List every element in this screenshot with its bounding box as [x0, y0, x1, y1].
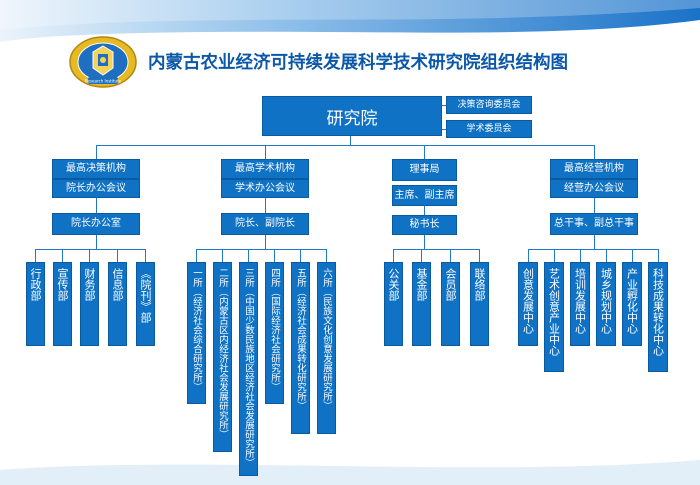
node-branch-3-office: 总干事、副总干事	[550, 213, 638, 235]
node-branch-2-head: 理事局	[392, 159, 457, 181]
unit-liaison: 联络部	[470, 262, 489, 346]
unit-institute-1: 一所（经济社会综合研究所）	[187, 262, 206, 404]
unit-institute-3: 三所（中国少数民族地区经济社会发展研究所）	[239, 262, 258, 476]
node-root: 研究院	[262, 96, 442, 136]
node-branch-2-sub: 主席、副主席	[392, 185, 457, 206]
unit-information: 信息部	[108, 262, 127, 346]
node-side-academic: 学术委员会	[446, 120, 532, 138]
unit-membership: 会员部	[441, 262, 460, 346]
unit-institute-5: 五所（经济社会成果转化研究所）	[291, 262, 310, 434]
node-branch-1-head: 最高学术机构	[221, 159, 309, 179]
unit-institute-2: 二所（内蒙古区内经济社会发展研究所）	[213, 262, 232, 452]
node-branch-1-sub: 学术办公会议	[221, 179, 309, 198]
unit-center-training: 培训发展中心	[570, 262, 590, 346]
node-branch-3-head: 最高经营机构	[550, 159, 638, 179]
unit-institute-6: 六所（民族文化创意发展研究所）	[317, 262, 336, 434]
node-branch-0-sub: 院长办公会议	[52, 179, 140, 198]
unit-center-tech-transfer: 科技成果转化中心	[648, 262, 668, 372]
unit-journal: 《院刊》部	[136, 262, 155, 346]
node-branch-3-sub: 经营办公会议	[550, 179, 638, 198]
node-branch-0-head: 最高决策机构	[52, 159, 140, 179]
unit-publicity: 宣传部	[53, 262, 72, 346]
institute-seal-icon: Research Institute	[69, 36, 137, 88]
node-branch-1-office: 院长、副院长	[221, 213, 309, 235]
unit-fund: 基金部	[412, 262, 431, 346]
unit-admin: 行政部	[26, 262, 45, 346]
unit-center-art: 艺术创意产业中心	[544, 262, 564, 372]
unit-finance: 财务部	[80, 262, 99, 346]
unit-public-relations: 公关部	[384, 262, 403, 346]
svg-text:Research Institute: Research Institute	[85, 79, 122, 84]
unit-center-incubation: 产业孵化中心	[622, 262, 642, 346]
node-branch-0-office: 院长办公室	[52, 213, 140, 235]
unit-institute-4: 四所（国际经济社会研究所）	[265, 262, 284, 404]
node-branch-2-office: 秘书长	[392, 215, 457, 235]
unit-center-planning: 城乡规划中心	[596, 262, 616, 346]
unit-center-creative: 创意发展中心	[518, 262, 538, 346]
node-side-advisory: 决策咨询委员会	[446, 96, 532, 114]
page-title: 内蒙古农业经济可持续发展科学技术研究院组织结构图	[148, 53, 568, 73]
